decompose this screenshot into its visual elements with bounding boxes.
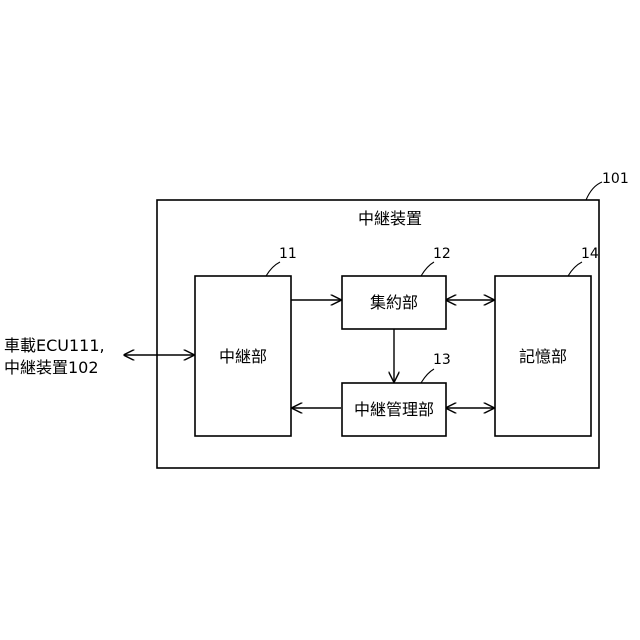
relay-unit-ref-number: 11 — [279, 246, 297, 262]
relay-management-unit-label: 中継管理部 — [354, 400, 434, 419]
device-ref-leader — [586, 182, 602, 200]
aggregation-unit-label: 集約部 — [370, 293, 418, 312]
external-label-line2: 中継装置102 — [4, 358, 99, 377]
external-label-line1: 車載ECU111, — [4, 336, 105, 355]
device-ref-number: 101 — [602, 171, 629, 187]
aggregation-unit-ref-number: 12 — [433, 246, 451, 262]
storage-unit-label: 記憶部 — [519, 347, 567, 366]
storage-unit-ref-number: 14 — [581, 246, 599, 262]
relay-unit-label: 中継部 — [219, 347, 267, 366]
relay-management-unit-ref-number: 13 — [433, 352, 451, 368]
device-title: 中継装置 — [358, 209, 422, 228]
